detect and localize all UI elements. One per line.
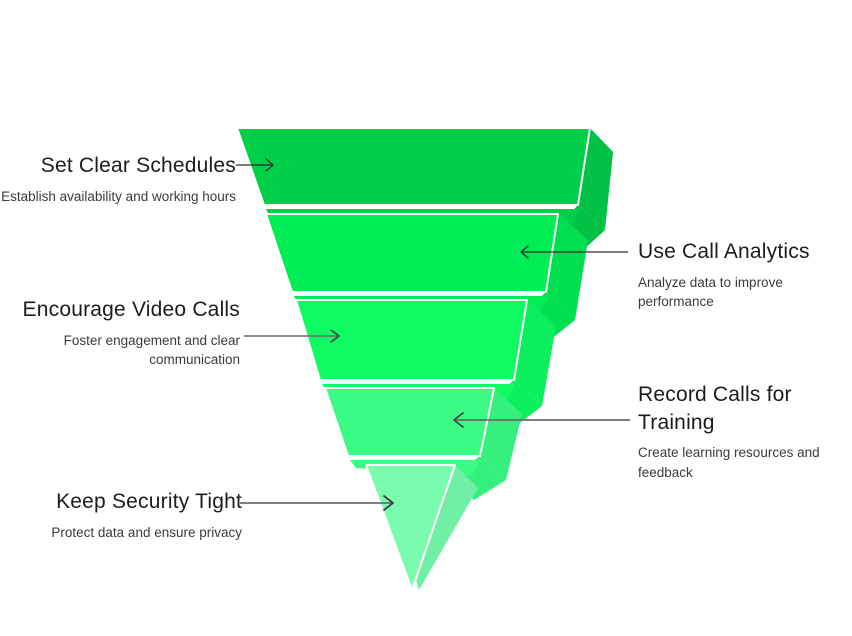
funnel-segment-3[interactable] <box>295 299 556 432</box>
funnel-label-4-title: Record Calls for Training <box>638 383 792 434</box>
funnel-label-4-description: Create learning resources and feedback <box>638 445 820 480</box>
funnel-label-2[interactable]: Use Call Analytics Analyze data to impro… <box>638 238 852 312</box>
funnel-segment-2-front-face <box>265 213 559 293</box>
connector-5-arrowhead-icon <box>383 495 394 511</box>
funnel-label-5-description: Protect data and ensure privacy <box>51 524 242 540</box>
funnel-segment-2-side-face <box>546 213 588 320</box>
connector-4 <box>453 412 630 428</box>
connector-5 <box>240 495 394 511</box>
funnel-label-5[interactable]: Keep Security Tight Protect data and ens… <box>0 488 242 542</box>
funnel-segment-4-front-face <box>324 387 495 457</box>
connector-2 <box>520 245 628 259</box>
funnel-label-2-title: Use Call Analytics <box>638 240 810 263</box>
funnel-label-3-description: Foster engagement and clear communicatio… <box>63 332 240 368</box>
funnel-segment-5-side-face <box>412 465 478 590</box>
funnel-segment-4-side-face <box>480 388 522 480</box>
connector-3 <box>244 329 340 343</box>
funnel-label-4[interactable]: Record Calls for Training Create learnin… <box>638 381 852 483</box>
funnel-label-3-title: Encourage Video Calls <box>22 298 240 321</box>
funnel-label-1-description: Establish availability and working hours <box>1 188 236 204</box>
funnel-label-3[interactable]: Encourage Video Calls Foster engagement … <box>0 296 240 370</box>
funnel-segment-5[interactable] <box>365 464 478 591</box>
connector-4-arrowhead-icon <box>453 412 464 428</box>
funnel-label-1[interactable]: Set Clear Schedules Establish availabili… <box>0 152 236 206</box>
funnel-label-2-description: Analyze data to improve performance <box>638 274 783 310</box>
connector-1-arrowhead-icon <box>265 158 274 172</box>
funnel-label-5-title: Keep Security Tight <box>56 490 242 513</box>
funnel-segment-1-front-face <box>236 127 591 206</box>
funnel-label-1-title: Set Clear Schedules <box>40 154 236 177</box>
funnel-segment-3-front-face <box>295 299 528 381</box>
connector-3-arrowhead-icon <box>330 329 340 343</box>
funnel-segment-3-side-face <box>514 300 556 406</box>
connector-2-arrowhead-icon <box>520 245 529 259</box>
connector-1 <box>236 158 274 172</box>
funnel-segment-5-front-face <box>365 464 456 591</box>
